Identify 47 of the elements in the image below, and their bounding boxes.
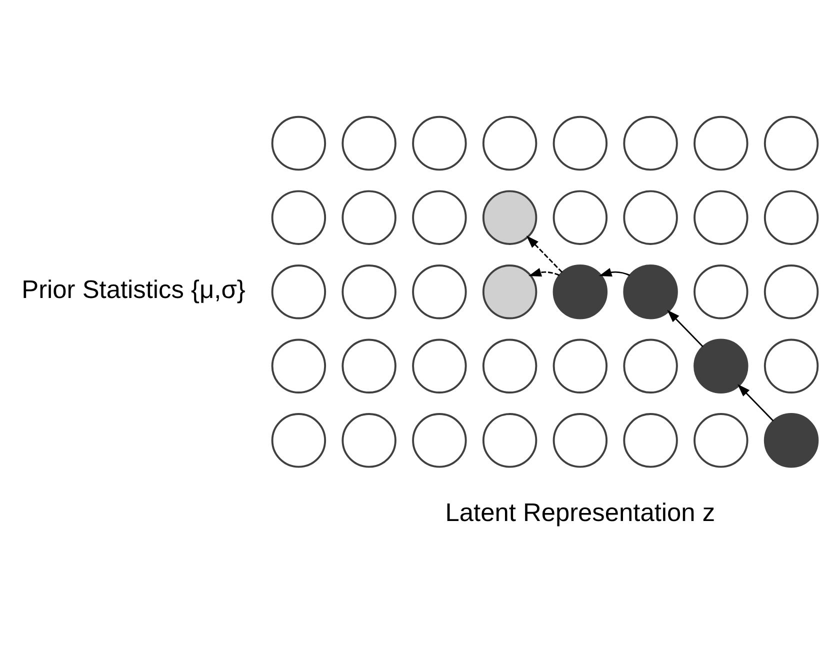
node-circle: [271, 115, 326, 170]
node-circle: [271, 264, 326, 319]
arrow: [738, 384, 774, 421]
node-circle: [342, 264, 396, 319]
node-circle: [412, 115, 467, 170]
node-circle: [342, 115, 396, 170]
node-circle: [342, 412, 396, 468]
node-circle: [764, 264, 819, 319]
node-circle: [694, 338, 748, 393]
node-circle: [694, 115, 748, 170]
node-circle: [552, 338, 608, 393]
node-circle: [482, 264, 538, 319]
arrow: [667, 309, 704, 347]
node-circle: [482, 338, 538, 393]
node-circle: [412, 338, 467, 393]
node-circle: [271, 338, 326, 393]
node-circle: [412, 264, 467, 319]
label: Prior Statistics {μ,σ}: [22, 276, 246, 304]
node-circle: [694, 190, 748, 244]
node-circle: [623, 190, 678, 244]
node-circle: [482, 115, 538, 170]
label: Latent Representation z: [445, 498, 716, 526]
arrow: [598, 268, 630, 276]
node-circle: [552, 115, 608, 170]
node-circle: [482, 190, 538, 244]
node-circle: [271, 412, 326, 468]
node-circle: [623, 412, 678, 468]
node-circle: [552, 264, 608, 319]
node-circle: [694, 412, 748, 468]
node-circle: [342, 338, 396, 393]
node-circle: [552, 412, 608, 468]
node-circle: [623, 115, 678, 170]
node-circle: [694, 264, 748, 319]
node-circle: [764, 412, 819, 468]
node-circle: [412, 412, 467, 468]
arrow: [528, 268, 560, 276]
node-circle: [764, 338, 819, 393]
node-circle: [342, 190, 396, 244]
node-circle: [412, 190, 467, 244]
node-circle: [482, 412, 538, 468]
node-circle: [623, 338, 678, 393]
arrow: [526, 235, 563, 272]
node-circle: [623, 264, 678, 319]
node-circle: [271, 190, 326, 244]
node-circle: [764, 190, 819, 244]
node-circle: [764, 115, 819, 170]
node-circle: [552, 190, 608, 244]
